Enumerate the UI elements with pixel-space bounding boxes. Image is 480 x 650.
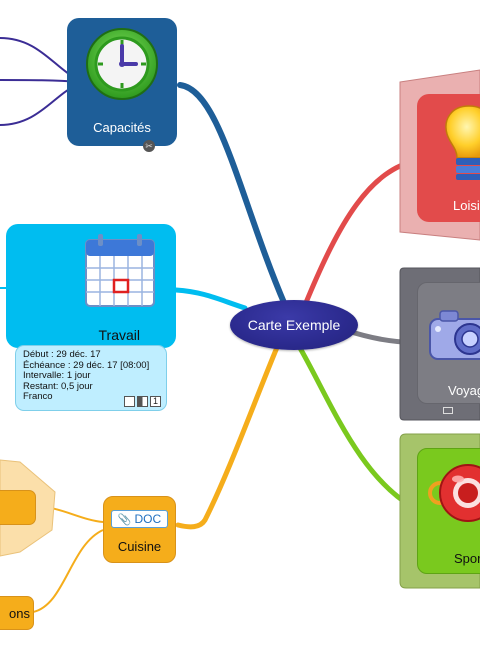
node-loisirs[interactable]: Loisi [417,94,480,222]
node-label: Capacités [93,120,151,135]
lightbulb-icon [445,105,480,180]
calendar-icon [85,234,155,307]
paperclip-icon: 📎 [117,513,132,526]
task-due: Échéance : 29 déc. 17 [08:00] [23,359,150,371]
node-sports[interactable]: Spor [417,448,480,574]
task-remaining: Restant: 0,5 jour [23,380,93,392]
node-label: Voyag [448,383,480,398]
node-label: Travail [98,327,141,343]
task-owner: Franco [23,391,53,403]
central-topic[interactable]: Carte Exemple [230,300,358,350]
branch-cuisine-child-2 [32,529,104,613]
node-cuisine-child-1[interactable] [0,490,36,525]
node-label: ons [9,605,30,621]
clock-icon [86,28,158,100]
branch-sports [297,345,421,513]
attachment-label: DOC [134,512,162,526]
node-travail[interactable]: Travail [6,224,176,348]
whistle-icon [428,464,480,522]
node-label: Spor [454,551,480,566]
task-info-note[interactable]: Début : 29 déc. 17 Échéance : 29 déc. 17… [15,345,167,411]
camera-icon [429,310,480,360]
document-icon [124,396,135,407]
branch-capacites [177,82,288,308]
priority-badge: 1 [150,396,161,407]
branch-travail [173,287,248,311]
attachment-chip[interactable]: 📎 DOC [110,510,169,528]
node-label: Loisi [453,198,480,213]
task-start: Début : 29 déc. 17 [23,349,101,360]
envelope-icon [443,407,453,414]
task-interval: Intervalle: 1 jour [23,370,91,382]
central-topic-label: Carte Exemple [247,317,341,333]
settings-icon: ✂ [143,140,155,152]
node-voyages[interactable]: Voyag [417,282,480,404]
node-cuisine-child-2[interactable]: ons [0,596,34,630]
progress-icon [137,396,148,407]
branch-cuisine [175,342,281,530]
node-label: Cuisine [117,539,162,554]
node-capacites[interactable]: Capacités [67,18,177,146]
node-cuisine[interactable]: 📎 DOC Cuisine [103,496,176,563]
